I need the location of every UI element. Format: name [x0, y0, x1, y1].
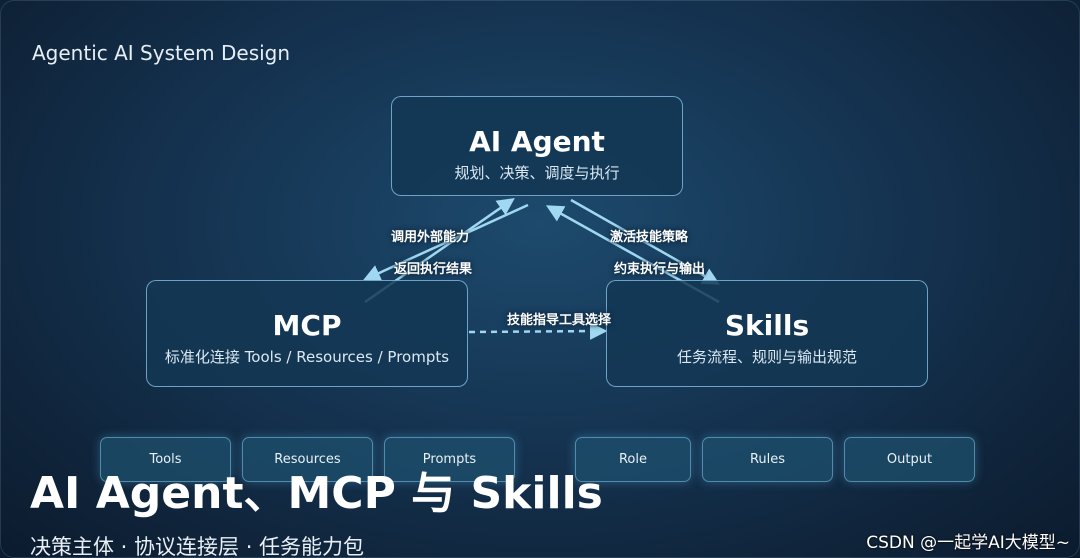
hero-subtitle: 决策主体 · 协议连接层 · 任务能力包	[30, 535, 365, 558]
node-ai-agent: AI Agent 规划、决策、调度与执行	[391, 96, 683, 196]
node-ai-agent-subtitle: 规划、决策、调度与执行	[454, 164, 620, 182]
edge-label-constrain-output: 约束执行与输出	[614, 262, 706, 277]
node-mcp-title: MCP	[272, 309, 342, 342]
node-ai-agent-title: AI Agent	[469, 125, 605, 158]
hero-title: AI Agent、MCP 与 Skills	[30, 468, 603, 519]
chip-tools: Tools	[100, 437, 231, 482]
node-skills: Skills 任务流程、规则与输出规范	[606, 280, 928, 387]
page-title: Agentic AI System Design	[32, 41, 291, 65]
arrow-agent-to-skills	[570, 198, 721, 285]
edge-label-return-result: 返回执行结果	[394, 262, 473, 277]
arrow-agent-to-mcp	[362, 203, 529, 282]
chip-prompts: Prompts	[384, 437, 515, 482]
edge-label-call-external: 调用外部能力	[391, 230, 470, 245]
chip-role: Role	[575, 437, 691, 482]
edge-label-activate-skill: 激活技能策略	[610, 230, 689, 245]
node-mcp: MCP 标准化连接 Tools / Resources / Prompts	[146, 280, 468, 387]
chip-resources: Resources	[242, 437, 373, 482]
chip-output: Output	[844, 437, 975, 482]
node-skills-subtitle: 任务流程、规则与输出规范	[676, 348, 857, 366]
watermark-text: CSDN @一起学AI大模型~	[866, 533, 1070, 553]
node-skills-title: Skills	[724, 309, 810, 342]
node-mcp-subtitle: 标准化连接 Tools / Resources / Prompts	[164, 348, 450, 366]
edge-label-guide-tool-choice: 技能指导工具选择	[507, 313, 612, 328]
chip-rules: Rules	[702, 437, 833, 482]
arrow-mcp-to-skills-dashed	[468, 322, 608, 340]
